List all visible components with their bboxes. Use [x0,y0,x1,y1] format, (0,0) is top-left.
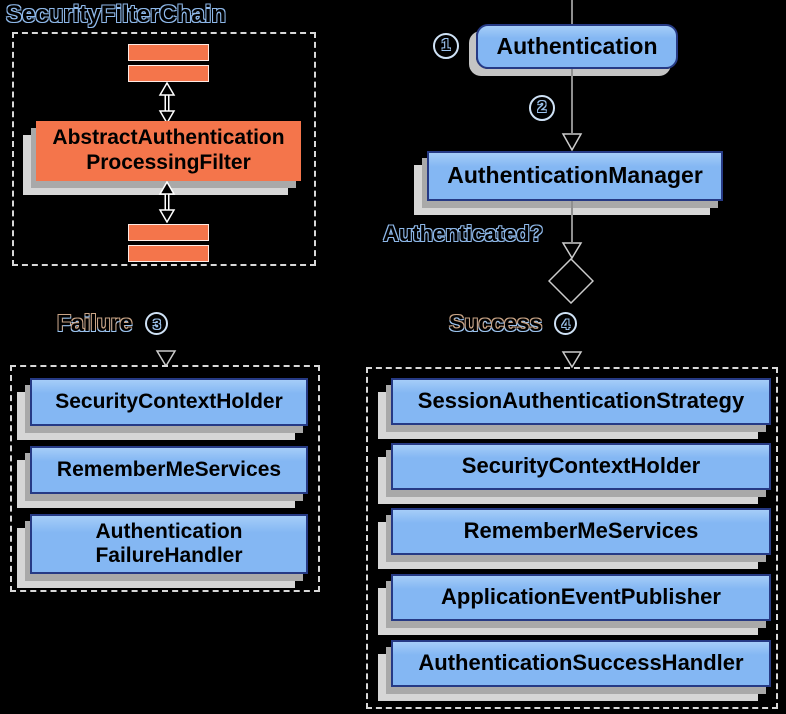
success-item-label: SessionAuthenticationStrategy [417,388,745,414]
success-item: SessionAuthenticationStrategy [391,378,771,425]
decision-label: Authenticated? [383,221,544,246]
filter-bar [128,44,209,61]
arrowhead-icon [561,242,583,259]
filter-box-label-line1: AbstractAuthentication [52,126,285,150]
step-4-badge: 4 [554,312,578,335]
success-item-label: ApplicationEventPublisher [441,584,721,610]
filter-bar [128,224,209,241]
success-item: ApplicationEventPublisher [391,574,771,621]
success-item: AuthenticationSuccessHandler [391,640,771,687]
abstract-authentication-processing-filter-box: AbstractAuthentication ProcessingFilter [36,121,301,181]
filter-box-label-line2: ProcessingFilter [86,151,251,174]
failure-item: Authentication FailureHandler [30,514,308,574]
filter-bar [128,65,209,82]
failure-handlers-box [10,365,320,592]
filter-bar [128,245,209,262]
security-filter-chain-box [12,32,316,266]
success-item-label: RememberMeServices [463,518,699,544]
double-arrow-icon [158,181,176,223]
success-item: RememberMeServices [391,508,771,555]
step-3-badge: 3 [145,312,169,335]
flow-line [571,69,573,133]
decision-diamond-icon [548,258,594,304]
failure-item: RememberMeServices [30,446,308,494]
step-2-badge: 2 [529,95,555,121]
step-3-number: 3 [153,315,161,332]
step-4-number: 4 [561,315,570,332]
failure-item-label-line1: Authentication [95,520,243,544]
failure-item: SecurityContextHolder [30,378,308,426]
failure-label-row: Failure 3 [57,310,169,337]
flow-line [571,201,573,242]
double-arrow-icon [158,82,176,124]
arrowhead-icon [155,350,177,367]
flow-line [571,0,573,26]
authentication-manager-box: AuthenticationManager [427,151,723,201]
security-filter-chain-title: SecurityFilterChain [6,1,227,28]
success-item: SecurityContextHolder [391,443,771,490]
success-item-label: SecurityContextHolder [461,453,701,479]
step-1-badge: 1 [433,33,459,59]
success-item-label: AuthenticationSuccessHandler [418,650,744,676]
authentication-label: Authentication [496,32,658,59]
failure-item-label: RememberMeServices [56,458,282,482]
success-handlers-box [366,367,778,709]
arrowhead-icon [561,351,583,368]
success-label-row: Success 4 [449,310,578,337]
success-label: Success [449,310,543,336]
step-2-number: 2 [537,99,547,116]
failure-item-label-line2: FailureHandler [95,544,243,567]
authentication-box: Authentication [476,24,678,69]
failure-item-label: SecurityContextHolder [55,390,283,414]
step-1-number: 1 [441,37,451,54]
failure-label: Failure [57,310,133,336]
authentication-manager-label: AuthenticationManager [447,162,703,189]
arrowhead-icon [561,133,583,151]
